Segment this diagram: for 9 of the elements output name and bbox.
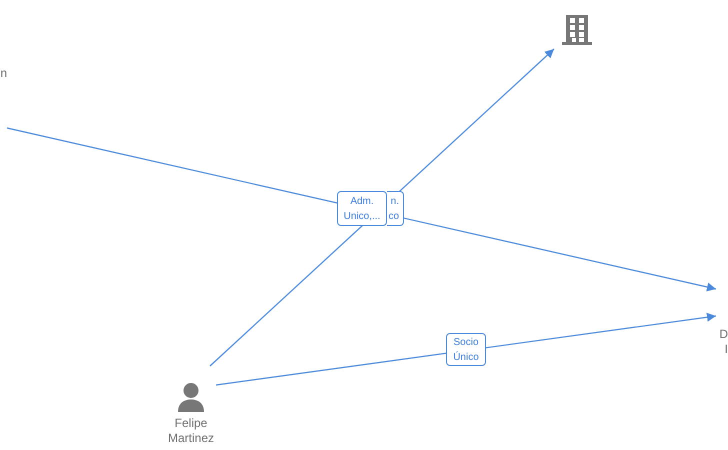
- node-label: Felipe Martinez: [166, 416, 215, 446]
- arrow: [6, 127, 716, 292]
- edge-label: Socio Único: [446, 333, 486, 366]
- node-label: n: [0, 66, 7, 81]
- edge-label: Adm. Unico,...: [337, 191, 387, 226]
- arrow: [216, 312, 716, 386]
- node-label: D I: [718, 327, 728, 357]
- arrow: [210, 48, 554, 366]
- edge-label: n. co: [387, 191, 404, 226]
